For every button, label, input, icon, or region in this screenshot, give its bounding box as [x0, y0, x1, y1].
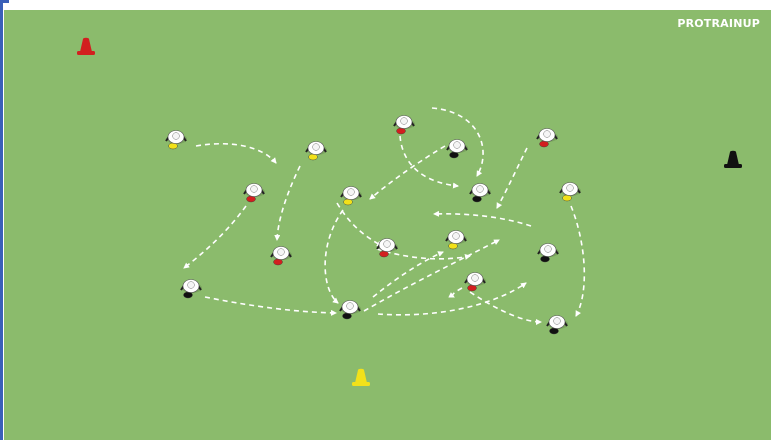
player-yellow-2-icon	[306, 142, 327, 161]
player-red-2-icon	[537, 129, 558, 148]
movement-path	[184, 206, 246, 268]
movement-path	[325, 210, 343, 303]
player-yellow-4-icon	[446, 231, 467, 250]
player-black-5-icon	[340, 301, 361, 320]
player-red-3-icon	[244, 184, 265, 203]
movement-path	[277, 166, 300, 240]
movement-path	[370, 146, 445, 199]
movement-path	[497, 148, 527, 208]
movement-path	[337, 203, 382, 246]
cones-layer	[77, 38, 742, 386]
movement-paths	[184, 108, 584, 322]
movement-path	[434, 214, 531, 226]
movement-path	[470, 292, 541, 322]
movement-path	[378, 283, 526, 315]
player-black-4-icon	[538, 244, 559, 263]
movement-path	[196, 144, 276, 163]
player-yellow-1-icon	[166, 131, 187, 150]
player-black-1-icon	[447, 140, 468, 159]
player-black-2-icon	[470, 184, 491, 203]
player-red-1-icon	[394, 116, 415, 135]
player-yellow-5-icon	[560, 183, 581, 202]
players-layer	[166, 116, 581, 335]
movement-path	[453, 288, 462, 297]
player-yellow-3-icon	[341, 187, 362, 206]
player-black-6-icon	[547, 316, 568, 335]
player-red-5-icon	[271, 247, 292, 266]
movement-path	[571, 206, 584, 316]
player-red-6-icon	[465, 273, 486, 292]
movement-path	[205, 297, 336, 313]
cone-black-icon	[724, 151, 742, 168]
player-black-3-icon	[181, 280, 202, 299]
cone-yellow-icon	[352, 369, 370, 386]
cone-red-icon	[77, 38, 95, 55]
